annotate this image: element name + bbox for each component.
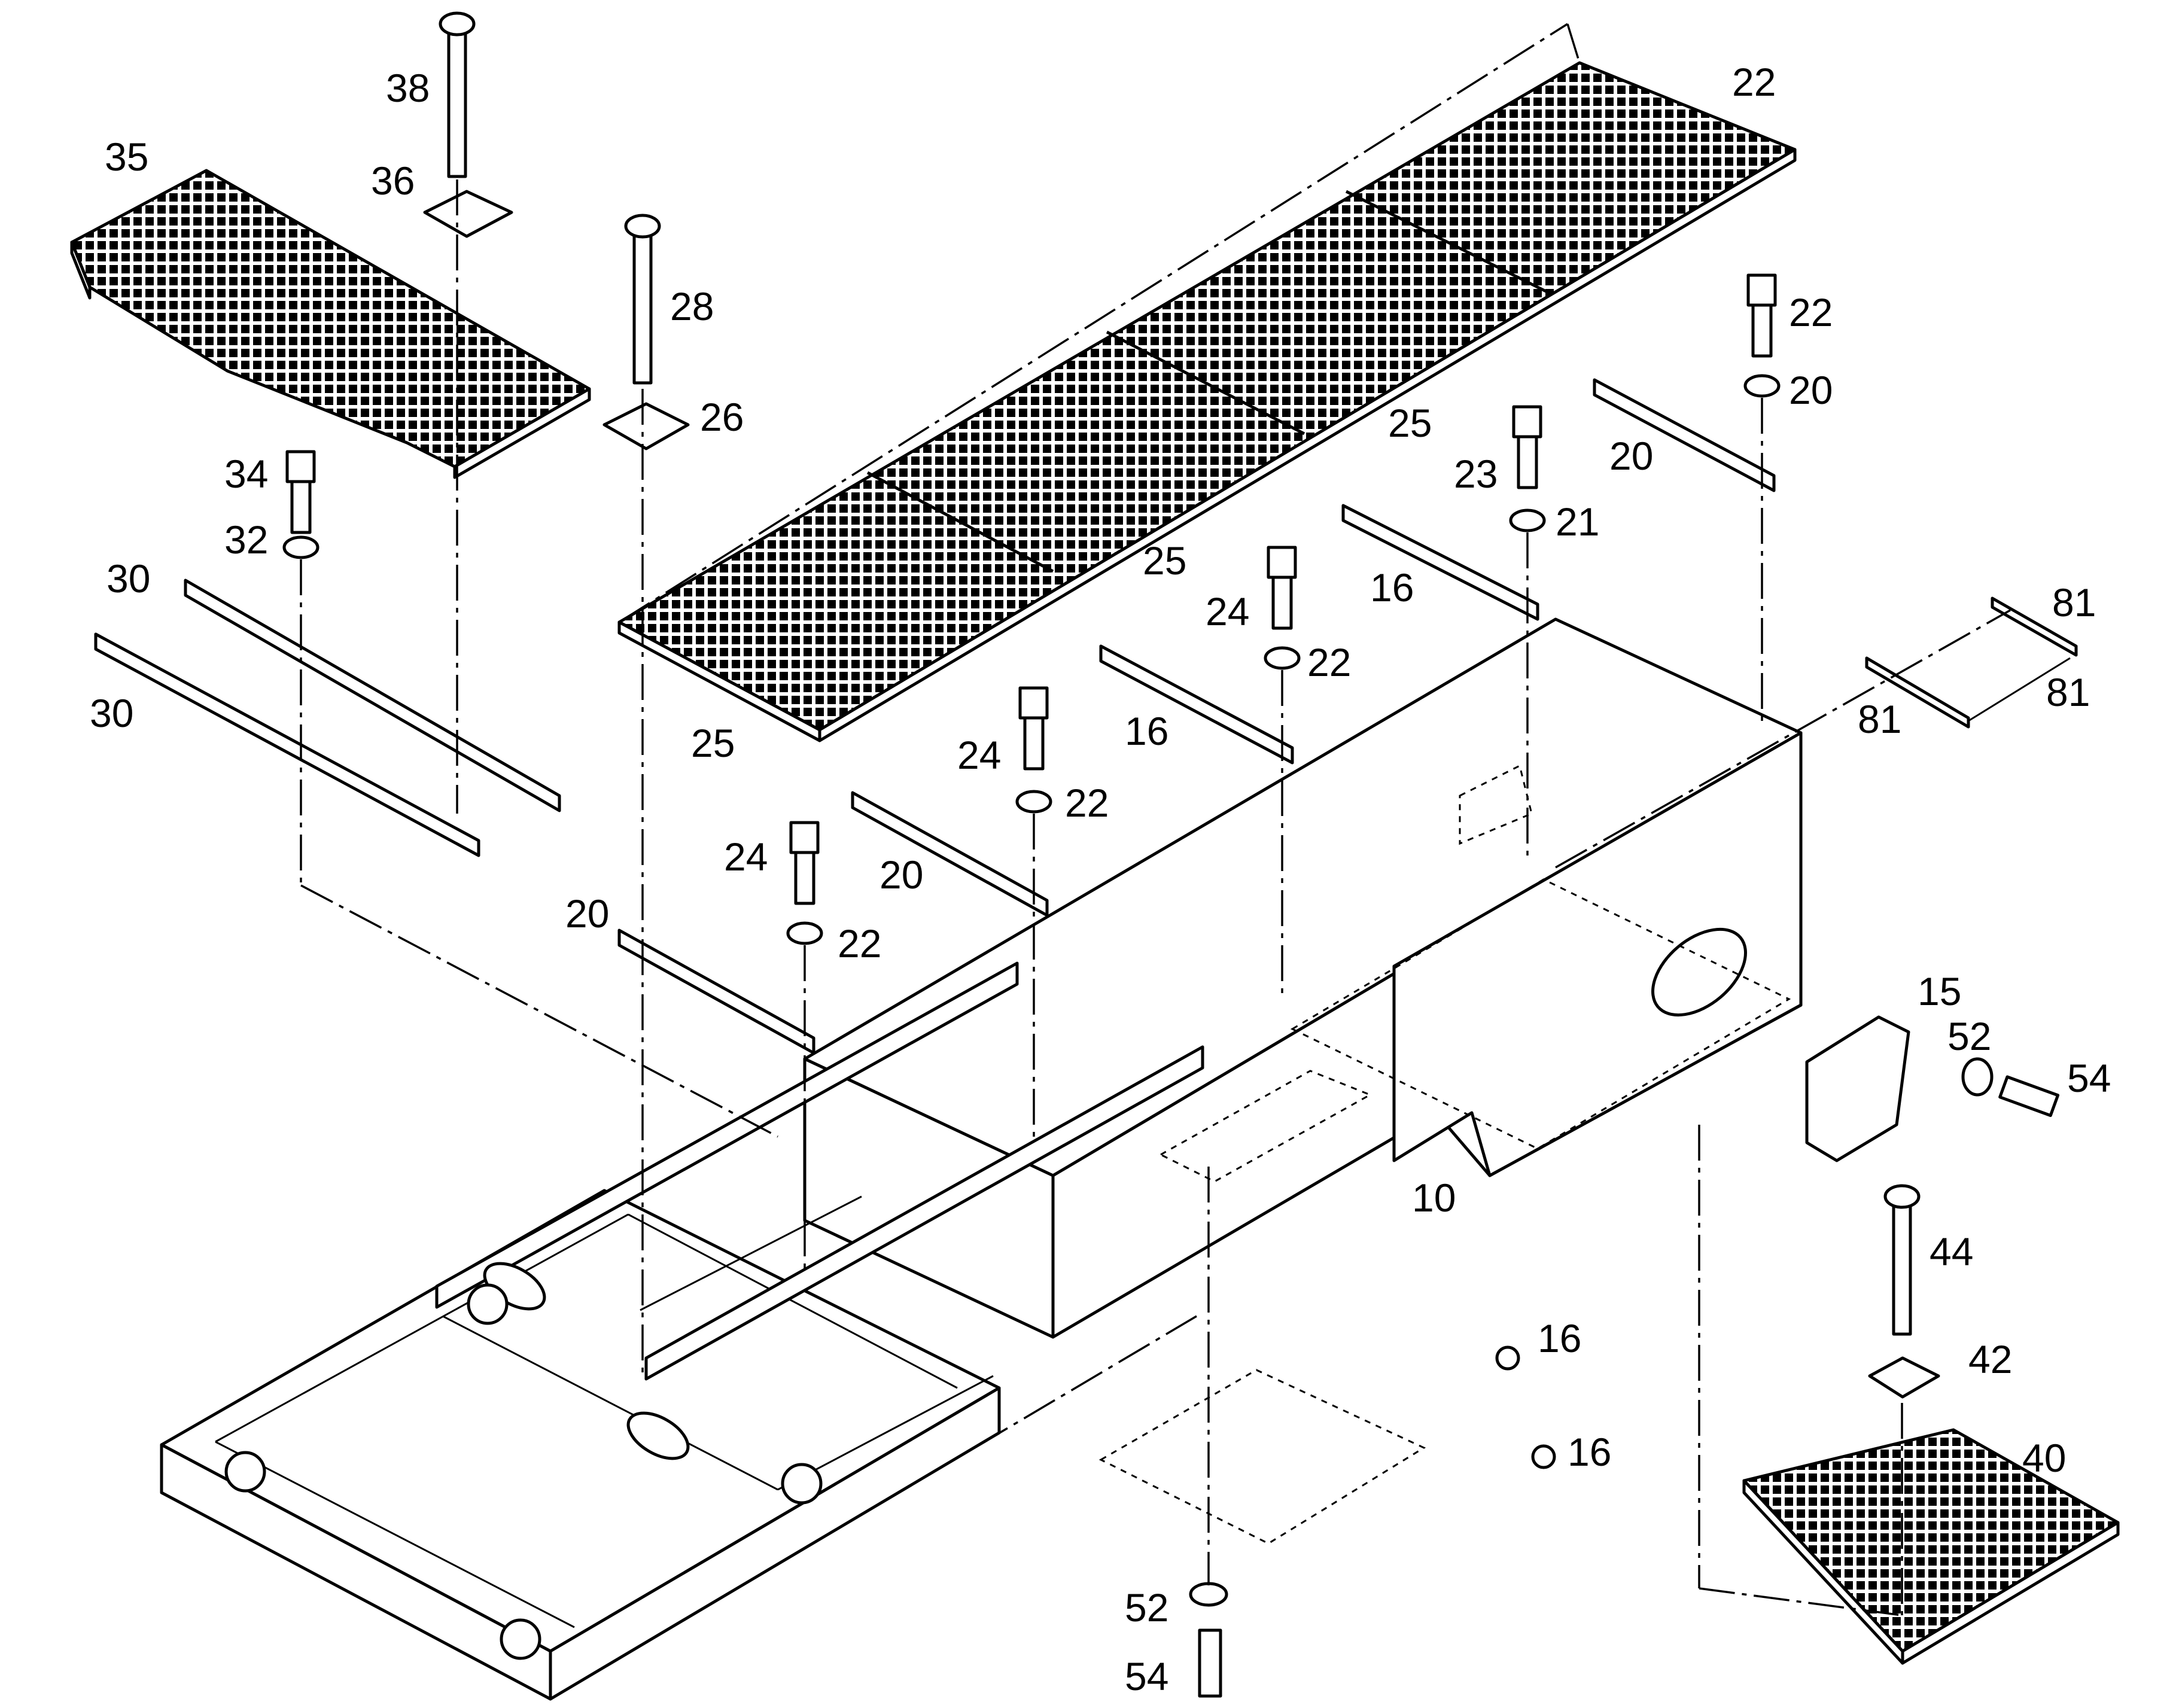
callout-40: 40 [2022,1436,2066,1480]
callout-81c: 81 [1858,697,1901,741]
callout-25b: 25 [1143,538,1186,583]
callout-20a: 16 [1370,565,1414,610]
small-grating [1742,1428,2120,1665]
left-grating [70,169,591,479]
callout-22c: 22 [1307,640,1351,684]
callout-52b: 52 [1125,1585,1168,1630]
callout-44: 44 [1930,1229,1973,1274]
callout-81a: 81 [2052,580,2096,625]
callout-20d: 20 [565,891,609,936]
callout-52a: 52 [1947,1014,1991,1058]
callout-22e: 22 [838,921,881,966]
callout-25c: 25 [691,721,735,765]
callout-23: 22 [1732,60,1776,104]
callout-42: 42 [1968,1337,2012,1381]
callout-22b: 21 [1556,500,1599,544]
callout-21: 20 [1609,434,1653,478]
fasteners [282,11,2060,1698]
callout-38: 38 [386,66,430,110]
callout-22a: 20 [1789,368,1833,412]
callout-26: 26 [700,395,744,439]
callout-28: 28 [670,284,714,328]
callout-labels: 38 36 35 28 26 34 32 30 30 22 25 25 25 2… [90,60,2111,1698]
callout-20b: 16 [1125,709,1168,753]
callout-24e: 24 [724,835,768,879]
callout-15: 15 [1918,969,1961,1013]
callout-36: 36 [371,159,415,203]
callout-25a: 25 [1388,401,1432,445]
callout-81b: 81 [2046,670,2090,714]
callout-20c: 20 [879,853,923,897]
callout-34: 34 [224,452,268,496]
callout-24c: 24 [1206,589,1249,634]
callout-16a: 16 [1538,1316,1581,1360]
support-bars [94,378,2078,1055]
callout-24d: 24 [957,733,1001,777]
main-frame [160,617,1803,1701]
callout-30b: 30 [90,691,133,735]
callout-30a: 30 [106,556,150,601]
center-lines [300,23,2011,1700]
callout-24a: 22 [1789,290,1833,334]
callout-22d: 22 [1065,781,1109,825]
callout-54a: 54 [2067,1056,2111,1100]
walkway-grating [617,61,1797,742]
callout-35: 35 [105,135,148,179]
callout-54b: 54 [1125,1654,1168,1698]
callout-32: 32 [224,517,268,562]
callout-10: 10 [1412,1176,1456,1220]
callout-24b: 23 [1454,452,1498,496]
callout-16b: 16 [1568,1430,1611,1474]
